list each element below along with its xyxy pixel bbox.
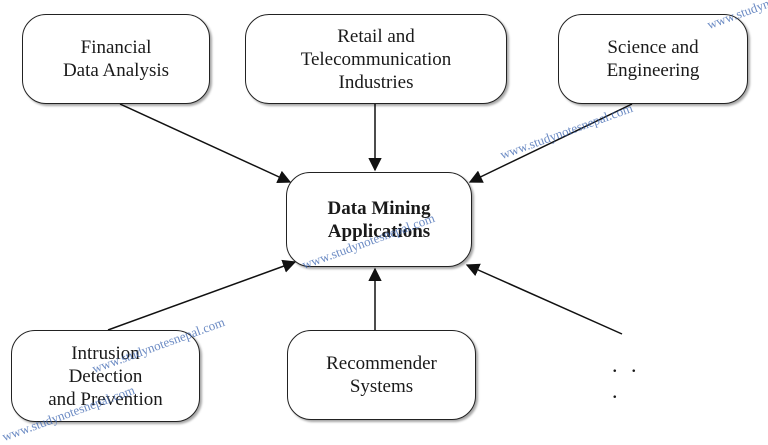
edge-intrusion-to-center	[107, 259, 297, 331]
node-label-line: Data Analysis	[62, 60, 170, 81]
edge-financial-to-center	[119, 103, 292, 184]
node-label-line: Telecommunication	[300, 48, 452, 70]
edge-science-to-center	[468, 103, 633, 183]
node-label-line: Recommender	[326, 353, 437, 374]
node-recommender-systems: Recommender Systems	[287, 330, 476, 420]
node-label-line: Industries	[338, 71, 414, 93]
more-applications-ellipsis: . . .	[612, 352, 641, 403]
node-label-line: Engineering	[606, 60, 700, 81]
node-label-line: Intrusion	[71, 342, 140, 364]
node-label-line: Systems	[349, 376, 414, 397]
node-label-line: Detection	[68, 365, 143, 387]
node-label-line: Science and	[607, 37, 699, 58]
edge-more-to-center	[465, 263, 623, 335]
node-retail-telecommunication: Retail and Telecommunication Industries	[245, 14, 507, 104]
node-label-line: Financial	[80, 37, 152, 58]
node-label-line: Retail and	[337, 25, 415, 47]
center-label-line: Applications	[327, 220, 431, 242]
node-data-mining-applications: Data Mining Applications	[286, 172, 472, 267]
node-intrusion-detection: Intrusion Detection and Prevention	[11, 330, 200, 422]
center-label-line: Data Mining	[327, 197, 431, 219]
node-label-line: and Prevention	[48, 388, 163, 410]
node-science-engineering: Science and Engineering	[558, 14, 748, 104]
node-financial-data-analysis: Financial Data Analysis	[22, 14, 210, 104]
